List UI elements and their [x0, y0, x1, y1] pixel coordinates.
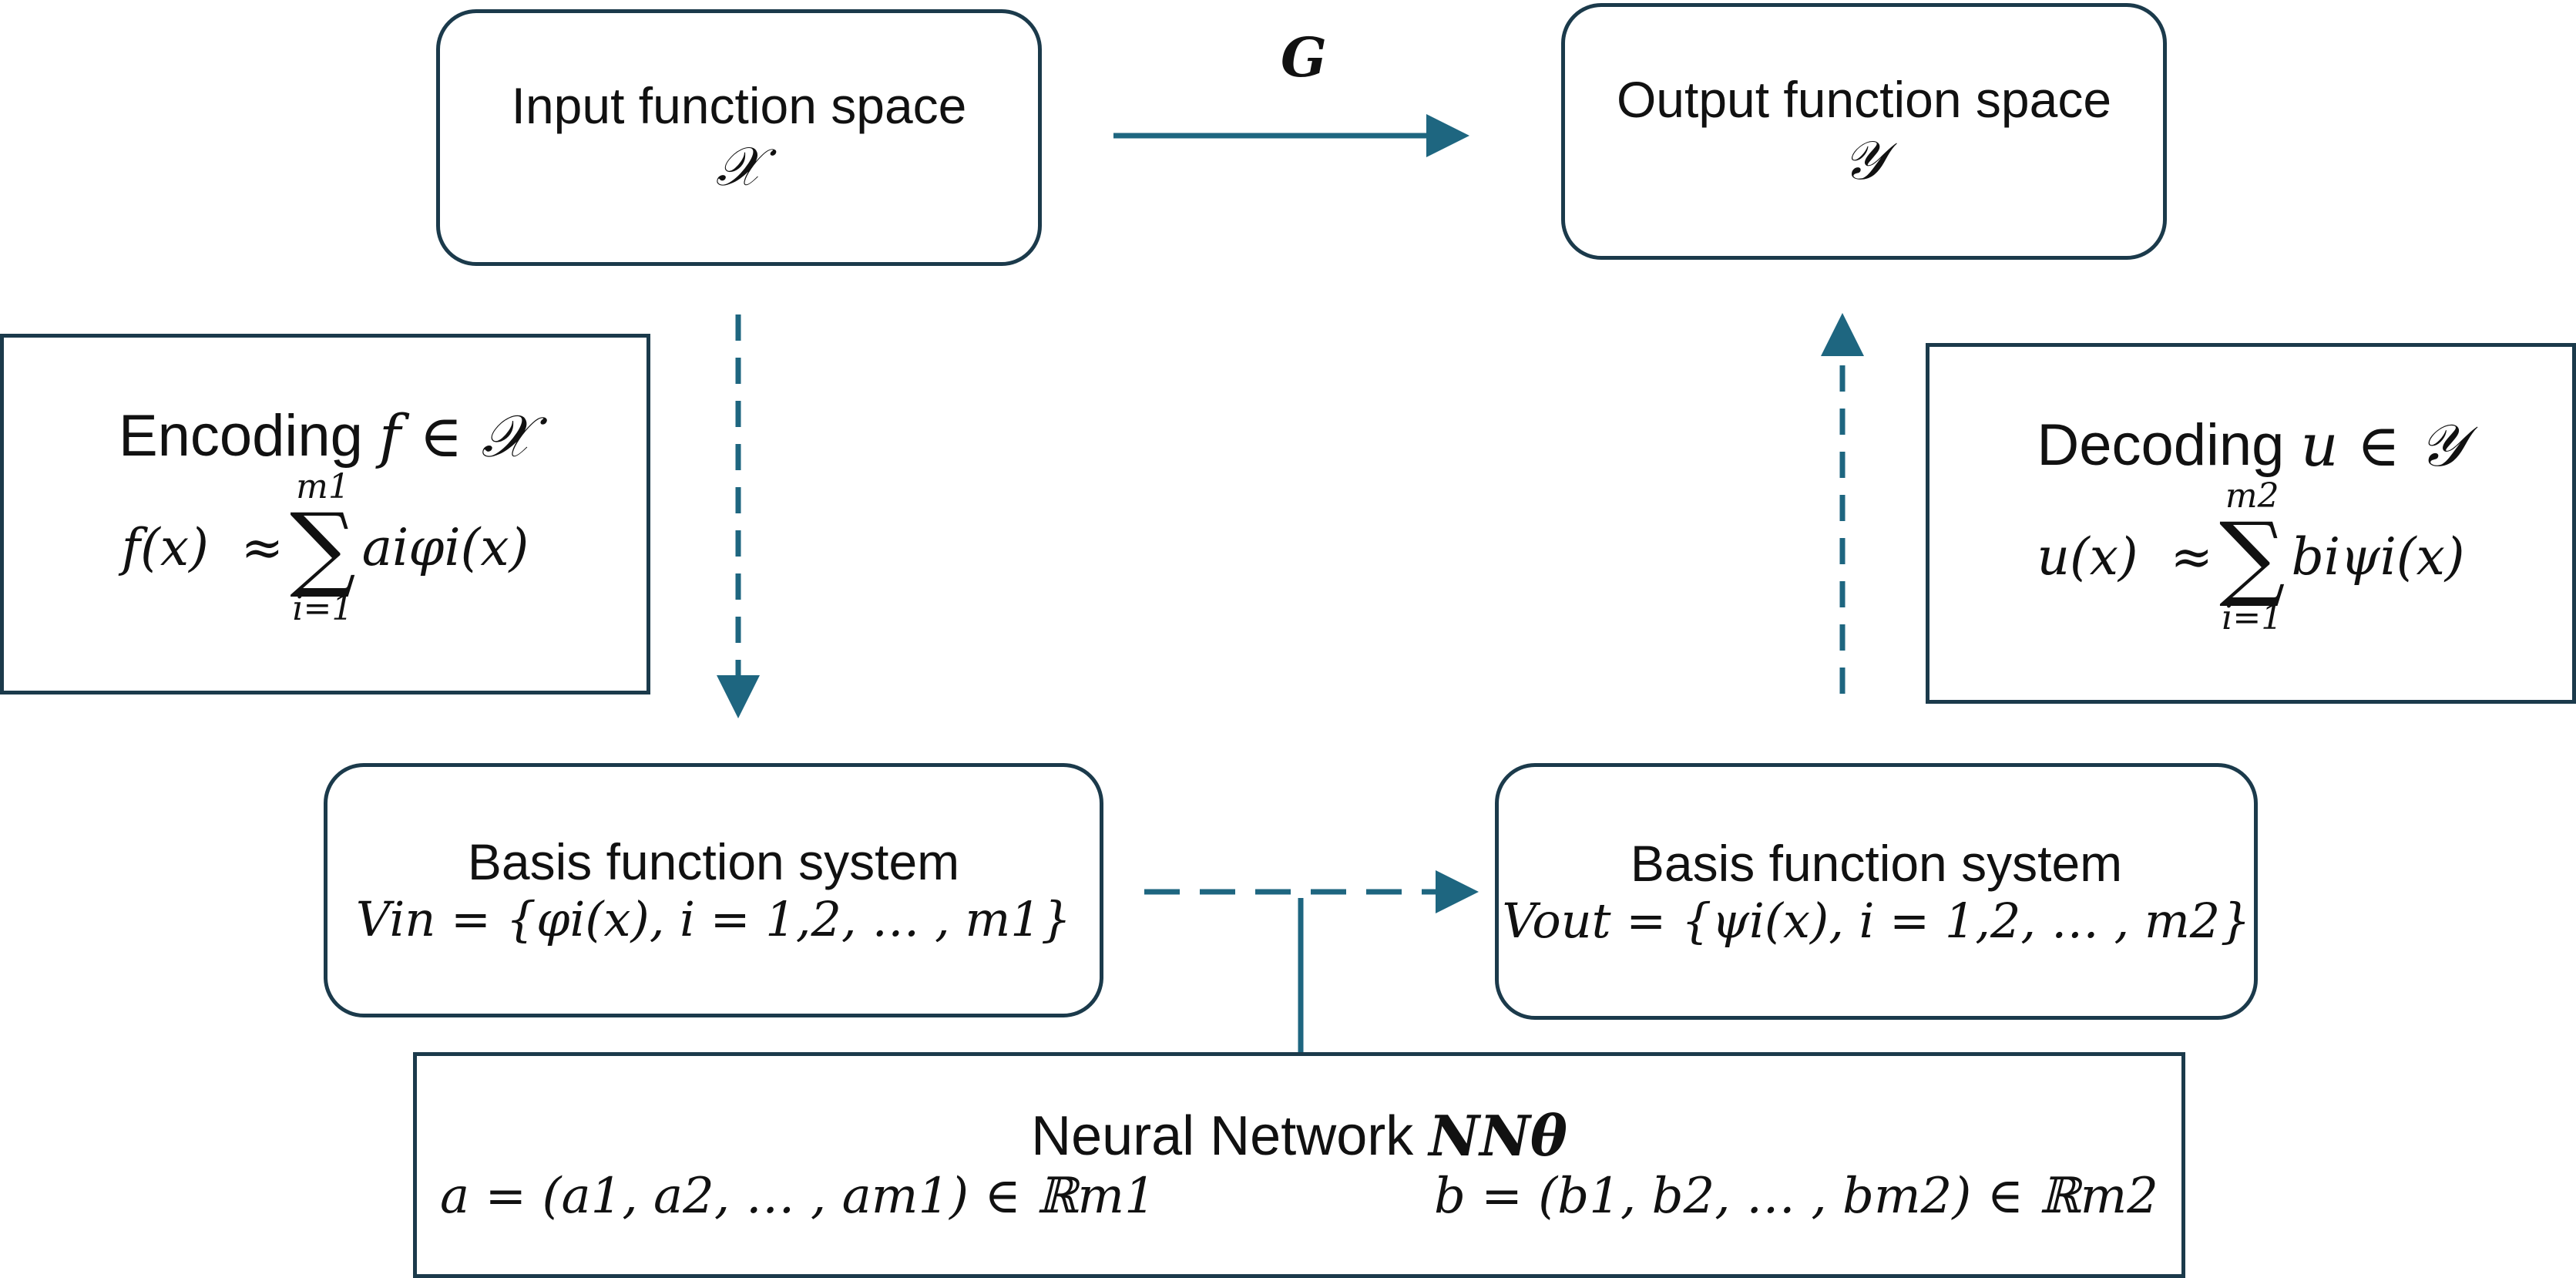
- network-symbol: NNθ: [1429, 1103, 1567, 1169]
- sum-upper-limit: m2: [2225, 476, 2279, 516]
- operator-label: G: [1281, 25, 1327, 89]
- basis-out-formula: Vout = {ψi(x), i = 1,2, … , m2}: [1502, 892, 2251, 949]
- input-space-symbol: 𝒳: [715, 135, 763, 199]
- encoding-term: aiφi(x): [361, 517, 529, 577]
- decoding-lhs: u(x) ≈: [2037, 526, 2213, 587]
- encoding-title: Encoding: [118, 403, 379, 469]
- output-space-title: Output function space: [1616, 71, 2112, 129]
- sum-symbol: m1 ∑ i=1: [290, 466, 356, 628]
- input-space-box: Input function space 𝒳: [436, 9, 1042, 266]
- encoding-formula: f(x) ≈ m1 ∑ i=1 aiφi(x): [121, 466, 529, 628]
- sum-symbol: m2 ∑ i=1: [2218, 476, 2285, 637]
- output-coefficient-vector: b = (b1, b2, … , bm2) ∈ ℝm2: [1433, 1168, 2158, 1226]
- decoding-condition: u ∈ 𝒴: [2300, 411, 2465, 480]
- basis-out-title: Basis function system: [1630, 834, 2123, 892]
- basis-in-box: Basis function system Vin = {φi(x), i = …: [324, 763, 1103, 1017]
- input-space-title: Input function space: [511, 77, 967, 135]
- basis-out-box: Basis function system Vout = {ψi(x), i =…: [1495, 763, 2258, 1020]
- encoding-box: Encoding f ∈ 𝒳 f(x) ≈ m1 ∑ i=1 aiφi(x): [0, 334, 650, 694]
- output-space-symbol: 𝒴: [1842, 129, 1886, 193]
- basis-in-formula: Vin = {φi(x), i = 1,2, … , m1}: [355, 891, 1072, 948]
- output-space-box: Output function space 𝒴: [1561, 3, 2167, 260]
- decoding-formula: u(x) ≈ m2 ∑ i=1 biψi(x): [2037, 479, 2464, 635]
- sum-lower-limit: i=1: [2222, 597, 2283, 637]
- decoding-box: Decoding u ∈ 𝒴 u(x) ≈ m2 ∑ i=1 biψi(x): [1926, 343, 2576, 704]
- sum-upper-limit: m1: [296, 466, 350, 506]
- decoding-term: biψi(x): [2291, 526, 2465, 587]
- neural-network-box: Neural Network NNθ a = (a1, a2, … , am1)…: [413, 1052, 2185, 1278]
- decoding-title: Decoding: [2037, 412, 2301, 479]
- sum-lower-limit: i=1: [292, 588, 354, 628]
- network-title: Neural Network: [1031, 1105, 1429, 1168]
- basis-in-title: Basis function system: [467, 833, 960, 891]
- encoding-lhs: f(x) ≈: [121, 517, 284, 577]
- encoding-condition: f ∈ 𝒳: [378, 402, 532, 471]
- input-coefficient-vector: a = (a1, a2, … , am1) ∈ ℝm1: [440, 1168, 1156, 1226]
